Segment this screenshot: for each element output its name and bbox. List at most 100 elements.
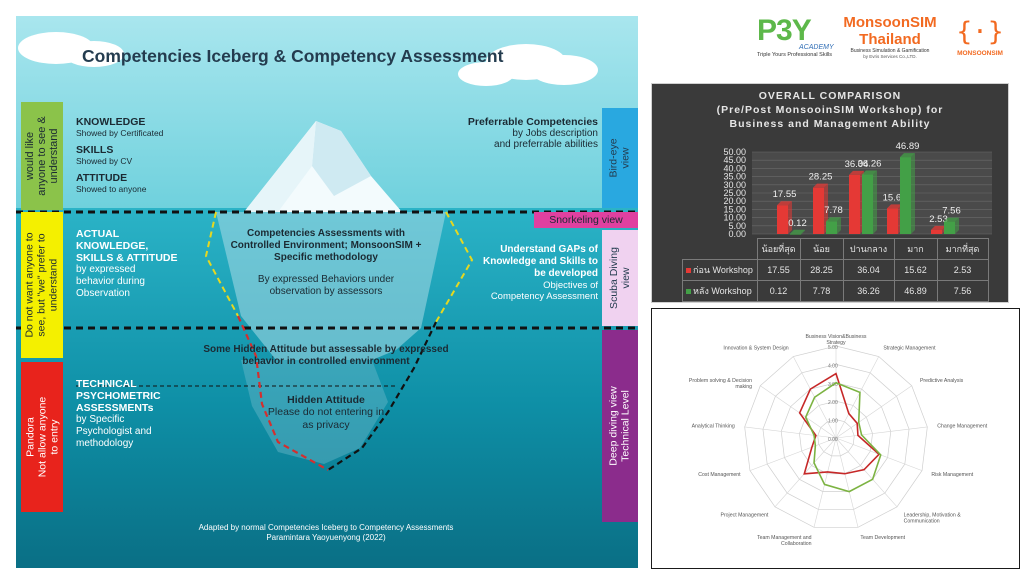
table-header-row: น้อยที่สุด น้อย ปานกลาง มาก มากที่สุด	[682, 238, 989, 260]
radar-axis-label: Predictive Analysis	[920, 378, 964, 384]
table-cell: 2.53	[936, 259, 989, 281]
preferable-line2: and preferrable abilities	[494, 139, 598, 150]
hidden-some-l2: behavior in controlled environment	[242, 356, 410, 367]
radar-axis-label: Project Management	[720, 512, 768, 518]
skills-sub: Showed by CV	[76, 156, 133, 166]
hidden-some-block: Some Hidden Attitude but assessable by e…	[176, 344, 476, 368]
y-tick-label: 0.00	[728, 229, 746, 239]
hidden-l2: as privacy	[302, 419, 350, 431]
technical-l2: PSYCHOMETRIC	[76, 390, 161, 402]
radar-ring	[744, 345, 928, 528]
attitude-label: ATTITUDE	[76, 172, 128, 184]
table-col-header: มาก	[893, 238, 938, 260]
actual-s2: behavior during	[76, 276, 145, 287]
monsoon-logo-line1: MonsoonSIM	[843, 14, 937, 31]
y-tick-label: 40.00	[723, 163, 746, 173]
hidden-some-l1: Some Hidden Attitude but assessable by e…	[203, 344, 449, 355]
radar-tick-label: 0.00	[828, 437, 838, 443]
radar-axis-label-line: Team Development	[860, 535, 905, 541]
y-tick-label: 10.00	[723, 213, 746, 223]
radar-axis-label-line: Team Management and	[757, 535, 812, 541]
bar	[944, 221, 955, 234]
radar-axis-label: Cost Management	[698, 472, 741, 478]
monsoon-logo-tag1: Business Simulation & Gamification	[850, 48, 930, 54]
data-label: 46.89	[896, 141, 920, 152]
table-row: หลัง Workshop 0.12 7.78 36.26 46.89 7.56	[682, 280, 989, 302]
actual-s3: Observation	[76, 288, 130, 299]
radar-axis-label: Innovation & System Design	[723, 346, 788, 352]
right-label-snorkeling-text: Snorkeling view	[549, 214, 623, 226]
radar-axis-label: Team Development	[860, 535, 905, 541]
table-cell: 7.56	[936, 280, 989, 302]
table-cell: 17.55	[756, 259, 801, 281]
radar-spoke	[835, 385, 912, 439]
y-tick-label: 35.00	[723, 172, 746, 182]
center-t2: Controlled Environment; MonsoonSIM +	[230, 240, 422, 251]
radar-axis-label: Strategic Management	[883, 346, 936, 352]
series-swatch-after	[686, 289, 691, 294]
bar-chart-subtitle1: (Pre/Post MonsooinSIM Workshop) for	[716, 104, 944, 116]
right-label-birdeye-text: Bird-eye view	[608, 138, 633, 178]
actual-s1: by expressed	[76, 264, 136, 275]
radar-spoke	[835, 437, 859, 528]
technical-s3: methodology	[76, 438, 134, 449]
table-col-header: มากที่สุด	[936, 238, 989, 260]
table-col-header: ปานกลาง	[842, 238, 895, 260]
radar-ring	[780, 382, 892, 492]
radar-spoke	[813, 437, 837, 528]
left-label-red: Pandora Not allow anyone to entry	[21, 362, 63, 512]
footer-credit: Adapted by normal Competencies Iceberg t…	[136, 523, 516, 543]
left-label-green-text: would like anyone to see & understand	[24, 116, 61, 196]
center-t1: Competencies Assessments with	[246, 228, 406, 239]
bar-chart-subtitle2: Business and Management Ability	[729, 118, 931, 130]
y-tick-label: 5.00	[728, 221, 746, 231]
data-label: 0.12	[788, 218, 807, 229]
bar	[849, 174, 860, 234]
gaps-t2: Knowledge and Skills to	[482, 256, 598, 267]
radar-axis-label-line: Predictive Analysis	[920, 378, 964, 384]
radar-axis-label: Analytical Thinking	[692, 424, 735, 430]
left-label-green: would like anyone to see & understand	[21, 102, 63, 210]
y-tick-label: 45.00	[723, 155, 746, 165]
y-tick-label: 20.00	[723, 196, 746, 206]
bar	[777, 205, 788, 234]
radar-axis-label-line: Cost Management	[698, 472, 741, 478]
bar-top	[931, 225, 946, 230]
attitude-sub: Showed to anyone	[76, 184, 147, 194]
bar	[931, 229, 942, 234]
radar-series-line	[804, 381, 882, 493]
bar-side	[955, 217, 959, 234]
actual-block: ACTUAL KNOWLEDGE, SKILLS & ATTITUDE by e…	[76, 228, 178, 300]
bar-top	[849, 170, 864, 175]
preferable-line1: by Jobs description	[512, 128, 598, 139]
p3y-logo-tagline: Triple Yours Professional Skills	[757, 52, 832, 58]
bar-top	[777, 201, 792, 206]
bar-side	[801, 229, 805, 235]
radar-ring	[817, 419, 855, 457]
radar-axis-label-line: Analytical Thinking	[692, 424, 735, 430]
actual-l1: ACTUAL	[76, 228, 120, 240]
y-tick-label: 30.00	[723, 180, 746, 190]
radar-axis-label-line: Risk Management	[931, 472, 973, 478]
bar	[887, 208, 898, 234]
technical-l3: ASSESSMENTs	[76, 402, 154, 414]
bar-top	[887, 204, 902, 209]
data-label: 28.25	[809, 172, 833, 183]
radar-tick-label: 1.00	[828, 419, 838, 425]
technical-s2: Psychologist and	[76, 426, 152, 437]
iceberg-panel: Competencies Iceberg & Competency Assess…	[16, 16, 638, 568]
bar	[900, 157, 911, 234]
monsoonsim-brace-icon: {·}	[956, 17, 1004, 47]
data-label: 15.62	[883, 192, 907, 203]
bar-side	[911, 153, 915, 234]
radar-spoke	[744, 426, 837, 439]
knowledge-sub: Showed by Certificated	[76, 128, 164, 138]
right-label-scuba-text: Scuba Diving view	[608, 247, 632, 309]
radar-spoke	[835, 437, 898, 508]
radar-axis-label-line: Collaboration	[781, 541, 812, 547]
bar-top	[790, 229, 805, 234]
